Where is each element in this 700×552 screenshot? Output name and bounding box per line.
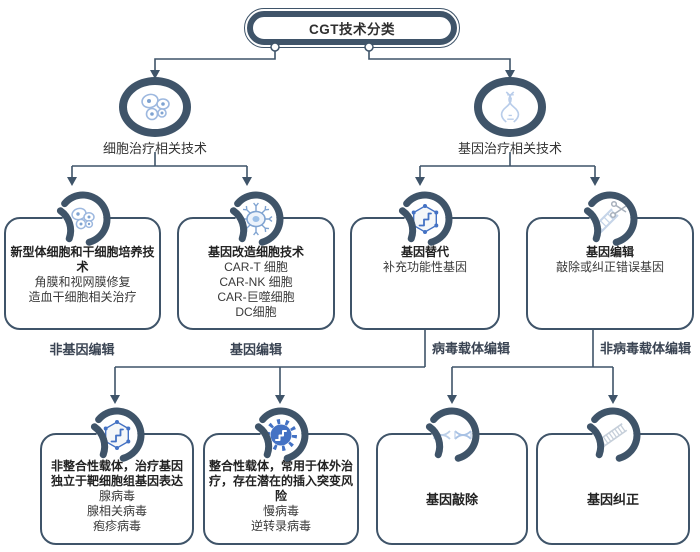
branch-non-viral-vector: 非病毒载体编辑 (600, 341, 692, 356)
gene-hexagon-icon (395, 189, 455, 249)
node-line: 慢病毒 (262, 504, 299, 518)
dna-ladder-icon (583, 405, 643, 465)
node-line: 补充功能性基因 (382, 260, 467, 274)
node-title: 基因纠正 (586, 491, 639, 507)
cells-icon (53, 189, 113, 249)
node-integrating-vector: 整合性载体，常用于体外治疗，存在潜在的插入突变风险 慢病毒 逆转录病毒 (203, 407, 359, 545)
node-gene-modified-cells: 基因改造细胞技术 CAR-T 细胞 CAR-NK 细胞 CAR-巨噬细胞 DC细… (177, 191, 335, 330)
node-root: CGT技术分类 (244, 8, 460, 48)
node-line: 疱疹病毒 (92, 519, 141, 533)
node-gene-therapy (474, 77, 546, 137)
node-line: DC细胞 (235, 305, 277, 319)
node-line: CAR-巨噬细胞 (217, 290, 295, 304)
node-cell-therapy (119, 77, 191, 137)
node-line: 腺相关病毒 (86, 504, 147, 518)
virus-icon (251, 405, 311, 465)
node-line: 逆转录病毒 (250, 519, 311, 533)
node-title: 基因敲除 (425, 491, 478, 507)
dna-scissors-icon (580, 189, 640, 249)
node-line: CAR-T 细胞 (224, 260, 288, 274)
node-gene-correction: 基因纠正 (536, 407, 690, 545)
node-line: 敲除或纠正错误基因 (555, 260, 664, 274)
node-title: 整合性载体，常用于体外治疗，存在潜在的插入突变风险 (209, 459, 354, 503)
node-title: 基因编辑 (585, 245, 634, 259)
dna-cut-icon (422, 405, 482, 465)
tag-non-gene-editing: 非基因编辑 (49, 342, 115, 357)
node-gene-replacement: 基因替代 补充功能性基因 (350, 191, 500, 330)
gene-therapy-label: 基因治疗相关技术 (457, 141, 562, 156)
car-cell-icon (226, 189, 286, 249)
node-gene-knockout: 基因敲除 (376, 407, 528, 545)
node-title: 基因替代 (400, 245, 449, 259)
node-line: CAR-NK 细胞 (219, 275, 293, 289)
node-line: 造血干细胞相关治疗 (28, 290, 137, 304)
dna-icon (500, 91, 520, 123)
tag-gene-editing: 基因编辑 (229, 342, 282, 357)
node-gene-editing: 基因编辑 敲除或纠正错误基因 (526, 191, 694, 330)
gene-hexagon-icon (87, 405, 147, 465)
node-stem-cell-culture: 新型体细胞和干细胞培养技术 角膜和视网膜修复 造血干细胞相关治疗 (4, 191, 161, 330)
branch-viral-vector: 病毒载体编辑 (432, 341, 511, 356)
node-title: 非整合性载体，治疗基因独立于靶细胞组基因表达 (50, 459, 183, 488)
node-title: 新型体细胞和干细胞培养技术 (10, 245, 155, 274)
root-title: CGT技术分类 (247, 11, 457, 45)
node-non-integrating-vector: 非整合性载体，治疗基因独立于靶细胞组基因表达 腺病毒 腺相关病毒 疱疹病毒 (40, 407, 194, 545)
cell-therapy-label: 细胞治疗相关技术 (102, 141, 207, 156)
node-line: 腺病毒 (98, 489, 135, 503)
node-line: 角膜和视网膜修复 (34, 275, 131, 289)
cells-icon (141, 93, 170, 121)
node-title: 基因改造细胞技术 (207, 245, 304, 259)
